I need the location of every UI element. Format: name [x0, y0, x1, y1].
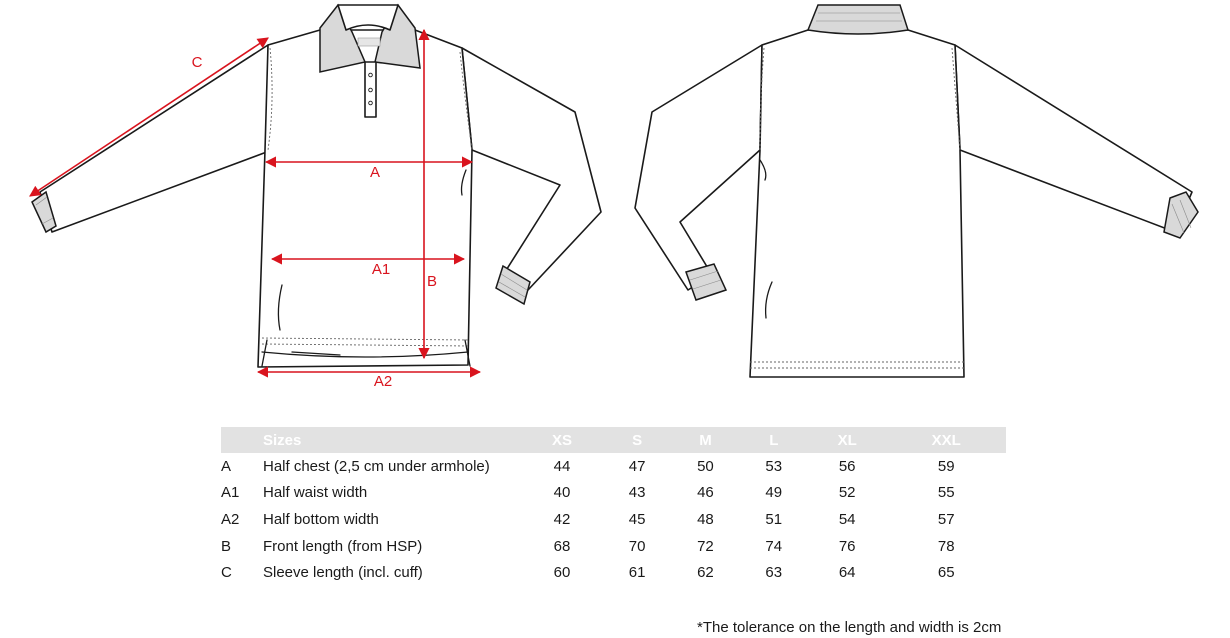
header-size-xxl: XXL [886, 427, 1006, 453]
measure-a1-arrow: A1 [270, 253, 466, 278]
size-table: Sizes XS S M L XL XXL A Half chest (2,5 … [221, 427, 1006, 586]
table-row: B Front length (from HSP) 68 70 72 74 76… [221, 533, 1006, 560]
row-value: 78 [937, 537, 955, 555]
row-measurement-name: Half chest (2,5 cm under armhole) [263, 457, 490, 475]
row-measurement-name: Half bottom width [263, 510, 379, 528]
row-value: 55 [937, 484, 955, 502]
header-sizes-label: Sizes [263, 427, 521, 453]
row-value: 54 [838, 510, 856, 528]
row-code: B [221, 537, 232, 555]
row-value: 40 [553, 484, 571, 502]
row-value: 51 [765, 510, 783, 528]
row-value: 56 [838, 457, 856, 475]
row-measurement-name: Front length (from HSP) [263, 537, 423, 555]
row-value: 53 [765, 457, 783, 475]
table-row: C Sleeve length (incl. cuff) 60 61 62 63… [221, 559, 1006, 586]
label-a1: A1 [372, 261, 390, 278]
garment-illustration: A A1 A2 B C [29, 3, 1199, 390]
back-right-cuff [1163, 191, 1199, 239]
row-value: 76 [838, 537, 856, 555]
header-size-s: S [602, 427, 672, 453]
back-view-shirt [634, 4, 1199, 378]
header-code [221, 427, 263, 453]
measure-a2-arrow: A2 [256, 366, 482, 390]
row-value: 47 [628, 457, 646, 475]
row-value: 65 [937, 564, 955, 582]
row-value: 44 [553, 457, 571, 475]
label-a: A [370, 164, 380, 181]
row-value: 48 [697, 510, 714, 528]
header-size-xs: XS [521, 427, 603, 453]
front-view-shirt [31, 3, 602, 368]
back-left-cuff [685, 263, 728, 301]
measure-a-arrow: A [264, 156, 474, 181]
row-measurement-name: Sleeve length (incl. cuff) [263, 564, 423, 582]
row-value: 59 [937, 457, 955, 475]
measure-c-arrow: C [29, 37, 269, 197]
row-value: 52 [838, 484, 856, 502]
row-code: C [221, 564, 232, 582]
header-size-l: L [739, 427, 808, 453]
row-value: 72 [697, 537, 714, 555]
row-value: 57 [937, 510, 955, 528]
header-size-m: M [671, 427, 740, 453]
row-value: 50 [697, 457, 714, 475]
table-row: A2 Half bottom width 42 45 48 51 54 57 [221, 506, 1006, 533]
table-row: A1 Half waist width 40 43 46 49 52 55 [221, 480, 1006, 507]
table-row: A Half chest (2,5 cm under armhole) 44 4… [221, 453, 1006, 480]
row-code: A [221, 457, 232, 475]
measure-b-arrow: B [418, 28, 437, 360]
row-value: 64 [838, 564, 856, 582]
label-c: C [192, 54, 203, 71]
row-value: 68 [553, 537, 571, 555]
row-value: 46 [697, 484, 714, 502]
row-value: 60 [553, 564, 571, 582]
row-value: 42 [553, 510, 571, 528]
row-measurement-name: Half waist width [263, 484, 368, 502]
row-value: 45 [628, 510, 646, 528]
row-code: A1 [221, 484, 240, 502]
row-value: 63 [765, 564, 783, 582]
back-collar [806, 4, 909, 35]
row-code: A2 [221, 510, 240, 528]
label-a2: A2 [374, 373, 392, 390]
front-placket [364, 61, 377, 118]
row-value: 43 [628, 484, 646, 502]
front-right-cuff [495, 264, 531, 306]
row-value: 49 [765, 484, 783, 502]
label-b: B [427, 273, 437, 290]
row-value: 61 [628, 564, 646, 582]
row-value: 70 [628, 537, 646, 555]
tolerance-note: *The tolerance on the length and width i… [697, 619, 1002, 636]
size-table-header: Sizes XS S M L XL XXL [221, 427, 1006, 453]
header-size-xl: XL [807, 427, 887, 453]
row-value: 62 [697, 564, 714, 582]
row-value: 74 [765, 537, 783, 555]
